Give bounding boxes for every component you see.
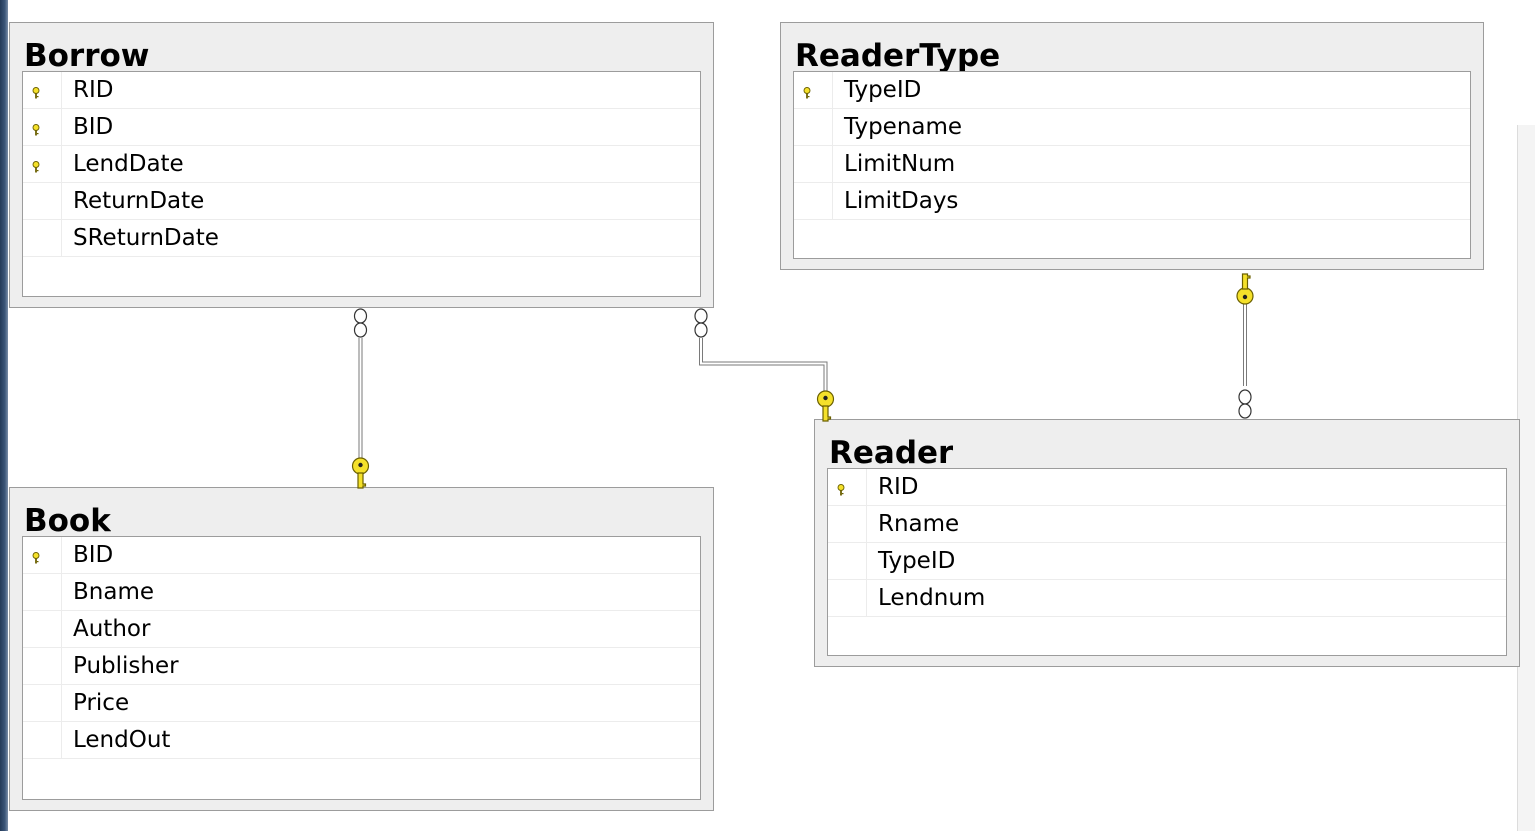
column-row[interactable]: LendDate	[23, 146, 700, 183]
column-name: Publisher	[73, 653, 179, 679]
column-row[interactable]: TypeID	[828, 543, 1506, 580]
primary-key-icon	[803, 84, 811, 99]
column-row[interactable]: SReturnDate	[23, 220, 700, 257]
column-row[interactable]: Rname	[828, 506, 1506, 543]
relationship-borrow-book[interactable]	[351, 308, 370, 489]
primary-key-icon	[837, 481, 845, 496]
column-row[interactable]: RID	[23, 72, 700, 109]
primary-key-icon	[32, 84, 40, 99]
column-name: Author	[73, 616, 151, 642]
column-name: TypeID	[844, 77, 922, 103]
primary-key-icon	[32, 158, 40, 173]
column-name: LimitDays	[844, 188, 959, 214]
column-row[interactable]: Bname	[23, 574, 700, 611]
column-row[interactable]: TypeID	[794, 72, 1470, 109]
column-name: TypeID	[878, 548, 956, 574]
infinity-icon	[694, 308, 708, 338]
column-row[interactable]: LendOut	[23, 722, 700, 759]
relationship-borrow-reader[interactable]	[694, 308, 835, 422]
table-title-reader: Reader	[829, 435, 954, 468]
row-selector[interactable]	[23, 183, 62, 219]
row-selector[interactable]	[23, 72, 62, 108]
column-row[interactable]: Price	[23, 685, 700, 722]
column-name: ReturnDate	[73, 188, 205, 214]
column-row[interactable]: Author	[23, 611, 700, 648]
column-name: BID	[73, 542, 114, 568]
primary-key-icon	[32, 549, 40, 564]
row-selector[interactable]	[23, 574, 62, 610]
column-row[interactable]: BID	[23, 537, 700, 574]
row-selector[interactable]	[23, 722, 62, 758]
row-selector[interactable]	[828, 506, 867, 542]
infinity-icon	[1238, 389, 1252, 419]
column-row[interactable]: ReturnDate	[23, 183, 700, 220]
row-selector[interactable]	[23, 109, 62, 145]
column-name: LendDate	[73, 151, 184, 177]
row-selector[interactable]	[828, 543, 867, 579]
column-name: Lendnum	[878, 585, 986, 611]
column-name: RID	[878, 474, 919, 500]
column-row[interactable]: Typename	[794, 109, 1470, 146]
column-name: BID	[73, 114, 114, 140]
column-row[interactable]: LimitDays	[794, 183, 1470, 220]
primary-key-icon	[32, 121, 40, 136]
key-icon	[816, 390, 835, 422]
table-title-book: Book	[24, 503, 111, 536]
key-icon	[351, 457, 370, 489]
column-name: RID	[73, 77, 114, 103]
key-icon	[1236, 273, 1254, 305]
row-selector[interactable]	[828, 580, 867, 616]
column-row[interactable]: BID	[23, 109, 700, 146]
row-selector[interactable]	[23, 146, 62, 182]
column-name: Rname	[878, 511, 960, 537]
row-selector[interactable]	[794, 109, 833, 145]
row-selector[interactable]	[23, 611, 62, 647]
column-name: Typename	[844, 114, 963, 140]
column-row[interactable]: Publisher	[23, 648, 700, 685]
row-selector[interactable]	[23, 648, 62, 684]
left-window-edge	[0, 0, 8, 831]
column-name: LendOut	[73, 727, 171, 753]
column-row[interactable]: LimitNum	[794, 146, 1470, 183]
row-selector[interactable]	[828, 469, 867, 505]
column-name: Price	[73, 690, 130, 716]
row-selector[interactable]	[794, 183, 833, 219]
table-title-readertype: ReaderType	[795, 38, 1001, 71]
table-title-borrow: Borrow	[24, 38, 150, 71]
column-name: Bname	[73, 579, 155, 605]
relationship-reader-readertype[interactable]	[1236, 273, 1254, 419]
row-selector[interactable]	[23, 537, 62, 573]
column-row[interactable]: RID	[828, 469, 1506, 506]
row-selector[interactable]	[794, 146, 833, 182]
infinity-icon	[353, 308, 368, 338]
column-name: SReturnDate	[73, 225, 219, 251]
column-name: LimitNum	[844, 151, 956, 177]
row-selector[interactable]	[794, 72, 833, 108]
column-row[interactable]: Lendnum	[828, 580, 1506, 617]
row-selector[interactable]	[23, 220, 62, 256]
row-selector[interactable]	[23, 685, 62, 721]
